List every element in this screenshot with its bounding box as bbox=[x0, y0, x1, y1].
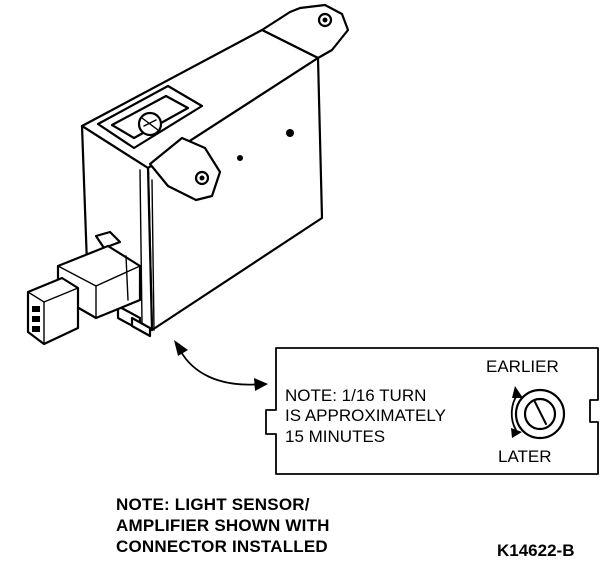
caption-line-1: NOTE: LIGHT SENSOR/ bbox=[116, 495, 310, 514]
later-label: LATER bbox=[498, 447, 552, 466]
figure-caption: NOTE: LIGHT SENSOR/ AMPLIFIER SHOWN WITH… bbox=[116, 494, 330, 557]
earlier-label: EARLIER bbox=[486, 357, 559, 376]
face-hole-2 bbox=[237, 155, 243, 161]
caption-line-2: AMPLIFIER SHOWN WITH bbox=[116, 516, 330, 535]
callout-arrow bbox=[174, 340, 268, 391]
caption-line-3: CONNECTOR INSTALLED bbox=[116, 537, 328, 556]
rotation-direction-arrows bbox=[510, 386, 523, 438]
adjustment-callout-panel: NOTE: 1/16 TURN IS APPROXIMATELY 15 MINU… bbox=[265, 347, 599, 475]
callout-note-line-3: 15 MINUTES bbox=[285, 427, 385, 446]
rotary-adjuster-icon bbox=[514, 388, 566, 440]
face-hole-1 bbox=[286, 129, 294, 137]
electrical-connector bbox=[26, 230, 142, 346]
figure-code: K14622-B bbox=[497, 541, 575, 560]
callout-note-line-1: NOTE: 1/16 TURN bbox=[285, 386, 426, 405]
callout-note-line-2: IS APPROXIMATELY bbox=[285, 406, 446, 425]
connector-plug bbox=[26, 276, 80, 346]
